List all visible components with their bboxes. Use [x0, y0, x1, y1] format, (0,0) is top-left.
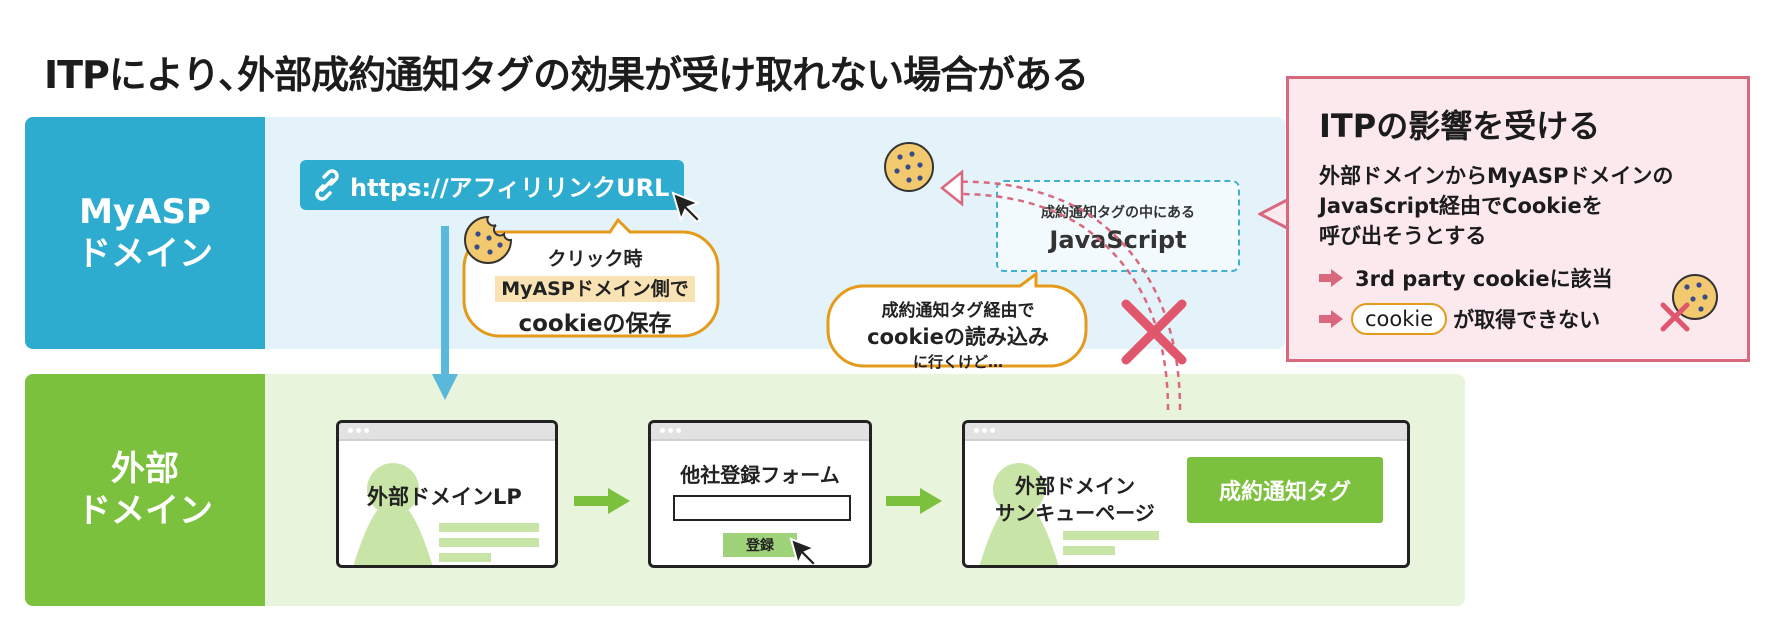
click-bubble: クリック時 MyASPドメイン側で cookieの保存 [470, 244, 720, 338]
lp-content-lines [439, 523, 539, 562]
itp-desc-line2: JavaScript経由でCookieを [1319, 194, 1603, 218]
itp-box-title: ITPの影響を受ける [1319, 107, 1601, 145]
read-bubble-line1: 成約通知タグ経由で [881, 301, 1035, 321]
javascript-label: JavaScript [1049, 226, 1187, 254]
read-bubble-shape [826, 272, 1088, 368]
read-bubble: 成約通知タグ経由で cookieの読み込み に行くけど… [830, 296, 1086, 372]
register-button[interactable]: 登録 [723, 533, 797, 557]
thanks-title-line1: 外部ドメイン [1015, 474, 1135, 498]
lp-browser-window: 外部ドメインLP [336, 420, 558, 568]
cookie-pill: cookie [1351, 303, 1448, 335]
external-label-line1: 外部 [111, 449, 179, 489]
read-bubble-line3: に行くけど… [912, 353, 1003, 371]
cursor-icon [789, 537, 818, 565]
arrow-right-icon [1319, 310, 1343, 328]
cursor-icon [671, 191, 702, 224]
click-bubble-line3: cookieの保存 [518, 311, 672, 337]
form-input-field[interactable] [673, 495, 851, 521]
cookie-icon [1660, 274, 1718, 332]
conversion-tag-label: 成約通知タグ [1218, 480, 1351, 505]
external-band-label: 外部 ドメイン [25, 374, 265, 606]
itp-box-pointer [1258, 196, 1292, 232]
page-title: ITPにより､外部成約通知タグの効果が受け取れない場合がある [44, 53, 1089, 97]
person-icon [979, 463, 1059, 565]
form-browser-window: 他社登録フォーム 登録 [648, 420, 872, 568]
affiliate-link-url[interactable]: https://アフィリリンクURL [300, 160, 684, 210]
click-bubble-line1: クリック時 [547, 248, 643, 270]
thanks-title-line2: サンキューページ [995, 501, 1155, 525]
arrow-right-icon [886, 488, 942, 514]
read-bubble-line2: cookieの読み込み [867, 325, 1049, 349]
down-arrow-icon [432, 226, 458, 400]
link-icon [315, 169, 339, 201]
click-bubble-line2: MyASPドメイン側で [495, 276, 695, 302]
myasp-label-line1: MyASP [79, 192, 211, 232]
person-icon [353, 463, 433, 565]
itp-desc-line3: 呼び出そうとする [1319, 224, 1487, 248]
form-title: 他社登録フォーム [680, 463, 840, 487]
myasp-band-label: MyASP ドメイン [25, 117, 265, 349]
itp-bullet-2-text: が取得できない [1453, 308, 1601, 332]
register-button-label: 登録 [746, 538, 774, 554]
link-url-text: https://アフィリリンクURL [350, 173, 670, 202]
thanks-content-lines [1063, 531, 1159, 555]
arrow-right-icon [1319, 269, 1343, 287]
itp-impact-box: ITPの影響を受ける 外部ドメインからMyASPドメインの JavaScript… [1286, 76, 1750, 362]
javascript-box: 成約通知タグの中にある JavaScript [996, 180, 1240, 272]
thanks-title: 外部ドメイン サンキューページ [975, 473, 1175, 527]
cookie-icon [464, 215, 513, 264]
itp-desc-line1: 外部ドメインからMyASPドメインの [1319, 164, 1674, 188]
itp-bullet-1: 3rd party cookieに該当 [1319, 263, 1613, 293]
itp-bullet-2: cookie が取得できない [1319, 303, 1600, 335]
arrow-right-icon [574, 488, 630, 514]
lp-title: 外部ドメインLP [367, 485, 522, 509]
itp-box-description: 外部ドメインからMyASPドメインの JavaScript経由でCookieを … [1319, 161, 1673, 251]
thanks-browser-window: 外部ドメイン サンキューページ 成約通知タグ [962, 420, 1410, 568]
itp-bullet-1-text: 3rd party cookieに該当 [1355, 267, 1613, 291]
conversion-tag-button[interactable]: 成約通知タグ [1187, 457, 1383, 523]
external-label-line2: ドメイン [77, 491, 213, 531]
cross-icon [1121, 299, 1187, 365]
myasp-label-line2: ドメイン [77, 234, 213, 274]
cookie-icon [884, 142, 934, 192]
